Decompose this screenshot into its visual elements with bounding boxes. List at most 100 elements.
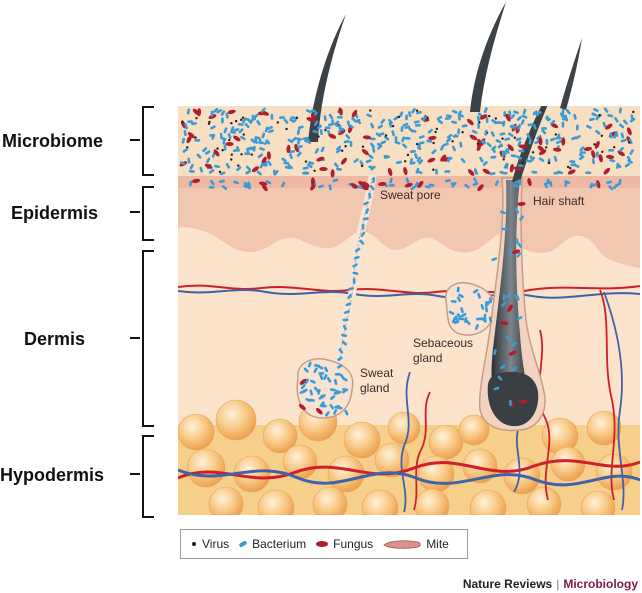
bacterium — [459, 141, 463, 148]
bacterium — [346, 120, 351, 127]
credit-subject: Microbiology — [563, 577, 638, 591]
fungus — [477, 138, 483, 147]
bacterium — [530, 156, 535, 162]
legend-item-fungus: Fungus — [315, 537, 373, 551]
bacterium — [561, 121, 565, 128]
fat-cell — [387, 411, 421, 445]
bacterium — [324, 126, 331, 130]
bacterium — [623, 119, 628, 125]
bacterium — [372, 146, 376, 153]
fungus — [261, 156, 267, 165]
bacterium — [578, 153, 585, 159]
vein-vertical-right — [603, 291, 625, 511]
bacterium — [593, 108, 599, 113]
bacterium — [526, 132, 531, 139]
bacterium — [473, 169, 479, 175]
bacterium — [256, 170, 262, 176]
bacterium — [501, 301, 507, 307]
bacterium — [456, 296, 462, 302]
bacterium — [446, 137, 452, 143]
fungus — [477, 184, 484, 192]
bacterium — [342, 388, 349, 392]
virus — [521, 162, 524, 165]
bacterium — [199, 166, 204, 173]
virus — [221, 149, 224, 152]
virus — [593, 143, 596, 146]
bacterium — [256, 120, 261, 126]
bacterium — [187, 120, 194, 124]
fungus — [204, 163, 213, 169]
fat-cell — [257, 489, 295, 515]
bacterium — [369, 185, 375, 191]
bacterium — [324, 411, 330, 417]
fungus — [508, 350, 517, 356]
label-microbiome: Microbiome — [2, 131, 104, 151]
epidermis-layer — [178, 176, 640, 268]
virus — [304, 160, 308, 163]
bacterium — [341, 333, 348, 338]
credit-separator: | — [556, 577, 560, 591]
virus — [250, 153, 253, 156]
bacterium — [464, 317, 468, 323]
bacterium — [268, 129, 274, 134]
virus — [207, 122, 211, 126]
bacterium — [447, 156, 451, 163]
virus — [451, 140, 454, 143]
bacterium — [319, 129, 323, 136]
bacterium — [240, 135, 246, 141]
bacterium — [451, 317, 457, 324]
virus — [195, 116, 198, 120]
bacterium — [479, 156, 484, 163]
bacterium — [296, 137, 303, 141]
fungus — [187, 132, 195, 139]
bacterium — [450, 299, 457, 303]
bacterium — [494, 180, 499, 186]
bacterium — [503, 111, 507, 118]
bacterium — [495, 139, 502, 144]
bacterium — [508, 110, 512, 117]
fungus — [626, 127, 632, 136]
bacterium — [267, 125, 273, 130]
bacterium — [267, 160, 272, 166]
bacterium — [516, 252, 522, 258]
hair-strand-left — [308, 14, 346, 142]
bacterium — [528, 138, 532, 145]
fat-cell — [262, 418, 298, 454]
bacterium — [388, 118, 393, 125]
bacterium — [279, 116, 286, 119]
fungus — [197, 108, 202, 117]
bacterium — [345, 302, 352, 307]
bacterium — [327, 122, 334, 127]
bacterium — [570, 163, 577, 167]
bacterium — [435, 168, 438, 175]
legend-label-bacterium: Bacterium — [252, 537, 307, 551]
bacterium — [344, 409, 349, 416]
bacterium — [556, 133, 561, 140]
bacterium — [318, 394, 324, 400]
bacterium — [436, 115, 443, 121]
bacterium — [614, 182, 620, 188]
bacterium — [510, 114, 516, 120]
bacterium — [517, 140, 522, 147]
bacterium — [312, 129, 319, 134]
virus — [432, 141, 435, 145]
virus — [218, 170, 222, 174]
bacterium — [236, 166, 242, 172]
fungus — [361, 149, 369, 156]
fungus — [225, 141, 234, 146]
bacterium — [349, 140, 353, 147]
legend-item-bacterium: Bacterium — [238, 537, 306, 551]
bacterium — [353, 158, 359, 163]
bacterium — [493, 386, 500, 391]
bacterium — [257, 153, 264, 159]
bacterium — [596, 151, 599, 158]
bacterium — [400, 126, 404, 133]
fungus — [538, 149, 547, 156]
fungus — [350, 182, 358, 189]
fungus — [316, 156, 325, 162]
bacterium — [225, 112, 229, 119]
bacterium — [227, 133, 232, 139]
fungus — [286, 144, 291, 154]
fungus — [605, 123, 613, 130]
bacterium — [458, 317, 465, 321]
